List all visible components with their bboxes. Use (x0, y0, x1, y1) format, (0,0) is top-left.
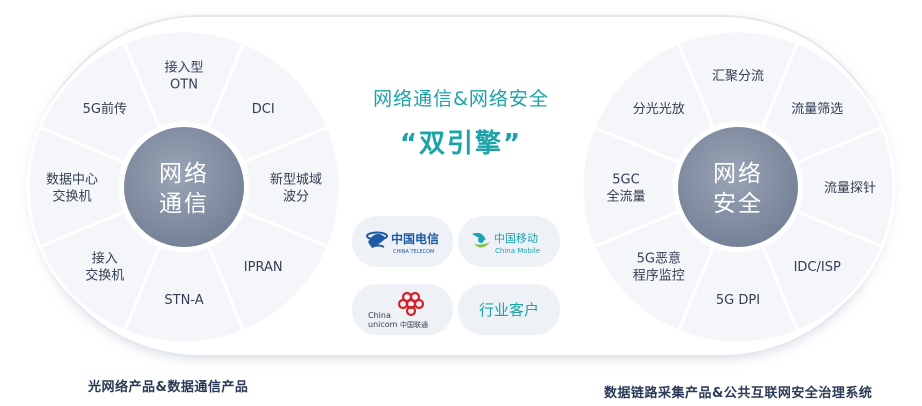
unicom-logo-en1: China (368, 311, 391, 320)
center-title: 网络通信&网络安全 (373, 88, 549, 110)
left-wheel-segment-shape (37, 40, 162, 165)
customer-tile-mobile: 中国移动 China Mobile (458, 216, 560, 267)
left-wheel-segment-label: 新型城域 (270, 172, 322, 188)
left-wheel-segment-label: OTN (170, 78, 198, 93)
left-wheel-segment-label: DCI (252, 102, 275, 117)
right-wheel-segment-label: IDC/ISP (794, 260, 841, 275)
right-wheel-segment-label: 5G恶意 (637, 251, 681, 267)
china-mobile-logo-icon (472, 232, 490, 248)
customer-tile-industry: 行业客户 (458, 284, 560, 335)
customer-tile-unicom: China unicom 中国联通 (352, 284, 453, 335)
industry-customer-label: 行业客户 (479, 301, 539, 319)
left-wheel-segment-label: 波分 (283, 190, 309, 205)
left-wheel-hub-label: 网络 (159, 161, 209, 187)
right-wheel-segment-label: 5G DPI (716, 293, 760, 308)
right-wheel-hub-label: 安全 (713, 191, 763, 217)
right-wheel-segment-label: 全流量 (606, 189, 645, 205)
left-wheel-segment-label: STN-A (164, 293, 203, 308)
left-wheel-hub-label: 通信 (159, 191, 209, 217)
left-wheel-segment-label: 接入型 (164, 60, 203, 76)
right-wheel-hub-label: 网络 (713, 161, 763, 187)
mobile-logo-text: 中国移动 (494, 232, 538, 245)
left-caption: 光网络产品&数据通信产品 (88, 380, 249, 395)
right-wheel-segment-label: 流量筛选 (791, 102, 843, 117)
unicom-logo-cn: 中国联通 (400, 320, 428, 329)
left-wheel-hub (124, 127, 244, 247)
mobile-logo-sub: China Mobile (495, 247, 540, 255)
right-wheel-segment: 分光光放 (591, 40, 716, 165)
right-wheel-segment-label: 分光光放 (633, 102, 685, 117)
right-wheel-segment-label: 汇聚分流 (712, 69, 764, 84)
telecom-logo-sub: CHINA TELECOM (393, 249, 434, 255)
right-wheel-segment-label: 程序监控 (633, 269, 685, 284)
telecom-logo-text: 中国电信 (391, 231, 439, 246)
customer-tile-telecom: 中国电信 CHINA TELECOM (352, 216, 453, 267)
china-telecom-logo-icon (366, 231, 388, 248)
right-wheel-segment-label: 流量探针 (824, 181, 876, 196)
left-wheel-segment: 5G前传 (37, 40, 162, 165)
right-wheel-hub (678, 127, 798, 247)
china-unicom-knot-icon (397, 291, 425, 317)
left-wheel-segment-label: 交换机 (85, 268, 124, 284)
left-wheel-segment-label: 接入 (92, 251, 118, 267)
right-wheel-segment-shape (591, 40, 716, 165)
left-wheel-segment-label: 5G前传 (83, 101, 127, 117)
left-wheel-segment: IPRAN (206, 209, 331, 334)
right-caption: 数据链路采集产品&公共互联网安全治理系统 (604, 386, 873, 401)
left-wheel-segment-label: 数据中心 (46, 173, 98, 188)
right-wheel-segment-label: 5GC (612, 173, 639, 188)
left-wheel-segment-label: 交换机 (52, 189, 91, 205)
network-communication-wheel: 接入型OTNDCI新型城域波分IPRANSTN-A接入交换机数据中心交换机5G前… (26, 29, 342, 345)
unicom-logo-en2: unicom (368, 320, 398, 329)
center-subtitle: “双引擎” (400, 129, 522, 159)
left-wheel-segment-label: IPRAN (244, 260, 283, 275)
